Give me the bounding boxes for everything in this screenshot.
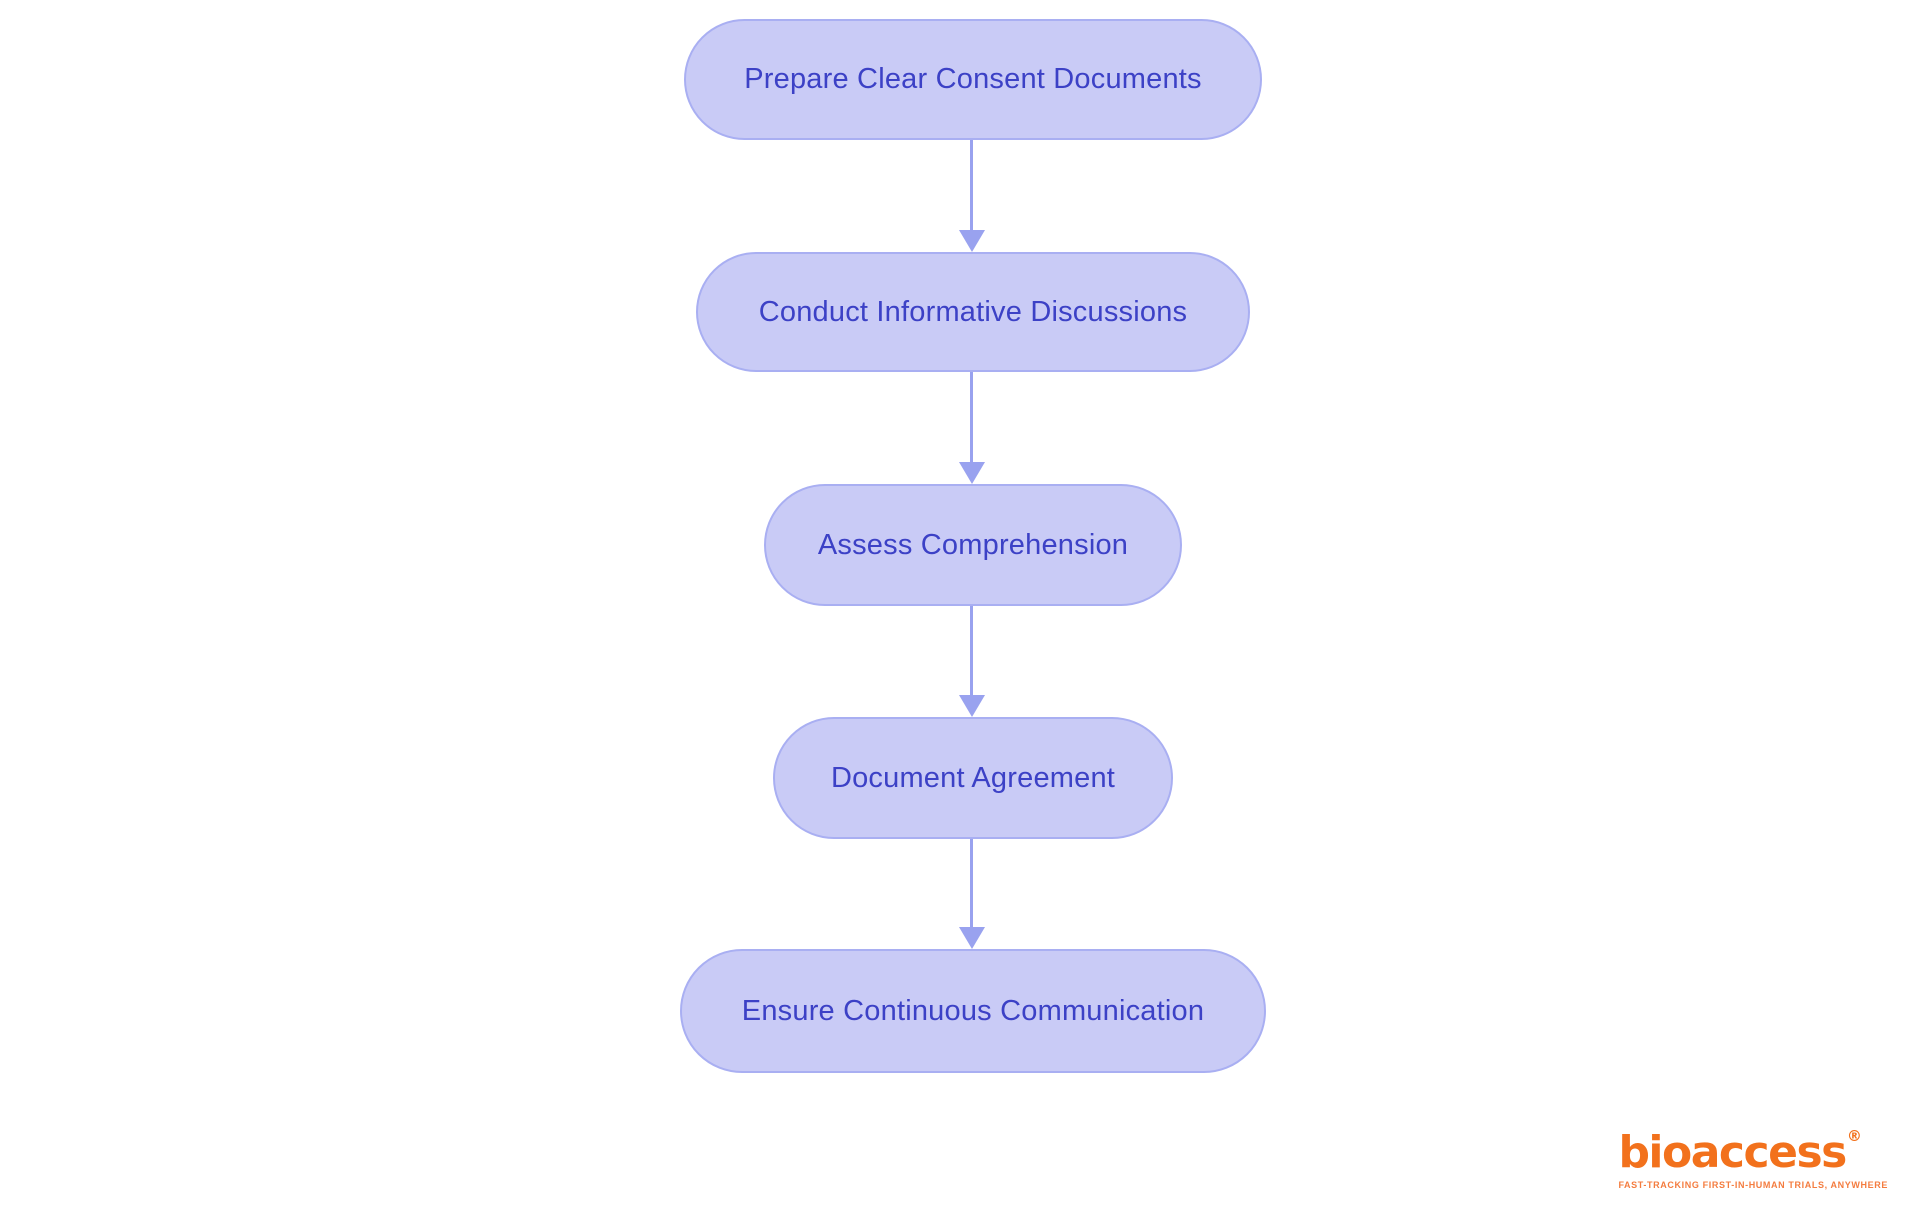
arrow-shaft	[970, 140, 973, 230]
arrow-head-icon	[958, 927, 985, 949]
flow-node-prepare-consent-documents: Prepare Clear Consent Documents	[684, 19, 1262, 140]
flow-arrow-4	[958, 839, 985, 949]
flow-arrow-1	[958, 140, 985, 252]
arrow-head-icon	[958, 230, 985, 252]
arrow-shaft	[970, 839, 973, 927]
flow-node-label: Ensure Continuous Communication	[741, 994, 1205, 1027]
flow-arrow-2	[958, 372, 985, 484]
arrow-head-icon	[958, 695, 985, 717]
logo-wordmark: bioaccess®	[1618, 1129, 1888, 1175]
arrow-shaft	[970, 606, 973, 695]
flow-node-assess-comprehension: Assess Comprehension	[764, 484, 1182, 606]
registered-mark: ®	[1846, 1127, 1862, 1145]
flow-node-ensure-communication: Ensure Continuous Communication	[680, 949, 1266, 1073]
flow-node-label: Assess Comprehension	[817, 528, 1129, 561]
flow-node-label: Conduct Informative Discussions	[758, 295, 1188, 328]
flow-node-document-agreement: Document Agreement	[773, 717, 1173, 839]
logo-tagline: FAST-TRACKING FIRST-IN-HUMAN TRIALS, ANY…	[1618, 1180, 1888, 1190]
bioaccess-logo: bioaccess® FAST-TRACKING FIRST-IN-HUMAN …	[1618, 1129, 1888, 1191]
flow-node-label: Document Agreement	[830, 761, 1116, 794]
flow-node-conduct-discussions: Conduct Informative Discussions	[696, 252, 1250, 372]
flow-node-label: Prepare Clear Consent Documents	[744, 63, 1202, 95]
arrow-shaft	[970, 372, 973, 462]
flow-arrow-3	[958, 606, 985, 717]
arrow-head-icon	[958, 462, 985, 484]
logo-text: bioaccess	[1618, 1127, 1847, 1178]
